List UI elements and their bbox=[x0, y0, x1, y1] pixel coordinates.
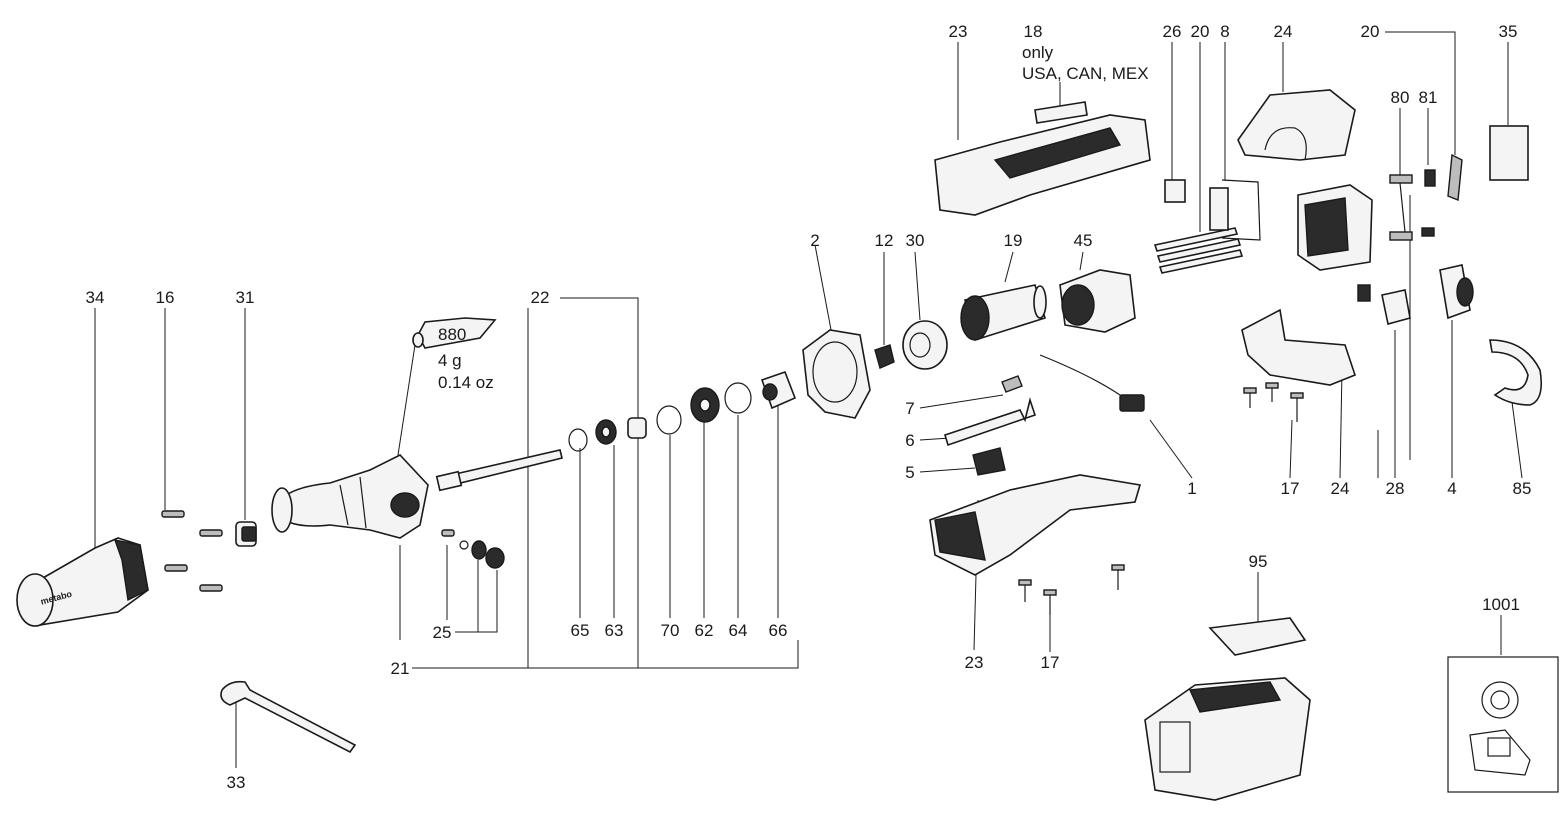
label-17-upper: 17 bbox=[1281, 479, 1300, 498]
fan-baffle-part-2 bbox=[802, 329, 871, 419]
grease-tube bbox=[412, 317, 497, 349]
collet-nut-part-31 bbox=[235, 521, 257, 547]
leader-lines bbox=[94, 31, 1523, 768]
label-63: 63 bbox=[605, 621, 624, 640]
spindle-part-22 bbox=[435, 449, 563, 492]
label-part-18 bbox=[1034, 101, 1088, 124]
label-25: 25 bbox=[433, 623, 452, 642]
label-28: 28 bbox=[1386, 479, 1405, 498]
note-18-regions: USA, CAN, MEX bbox=[1022, 64, 1149, 83]
label-6: 6 bbox=[905, 431, 914, 450]
label-70: 70 bbox=[661, 621, 680, 640]
label-7: 7 bbox=[905, 399, 914, 418]
electronics-module-part-20 bbox=[1297, 184, 1373, 271]
bracket-part-8 bbox=[1209, 179, 1261, 241]
label-33: 33 bbox=[227, 773, 246, 792]
label-part-35 bbox=[1489, 125, 1529, 181]
nose-cap-part-34: metabo bbox=[16, 537, 149, 627]
label-19: 19 bbox=[1004, 231, 1023, 250]
small-parts-25 bbox=[441, 529, 505, 569]
label-26: 26 bbox=[1163, 22, 1182, 41]
grease-code: 880 bbox=[438, 325, 466, 344]
label-24-top: 24 bbox=[1274, 22, 1293, 41]
wiring-schematic-1001 bbox=[1447, 656, 1559, 793]
label-23-lower: 23 bbox=[965, 653, 984, 672]
grease-weight-g: 4 g bbox=[438, 351, 462, 370]
switch-parts-5-6-7 bbox=[944, 375, 1037, 476]
label-4: 4 bbox=[1447, 479, 1456, 498]
label-35: 35 bbox=[1499, 22, 1518, 41]
label-45: 45 bbox=[1074, 231, 1093, 250]
battery-pack bbox=[1144, 677, 1311, 801]
wrench-part-33 bbox=[220, 680, 357, 754]
cover-top-part-24 bbox=[1237, 89, 1356, 161]
bearing-set bbox=[568, 370, 797, 452]
label-17-lower: 17 bbox=[1041, 653, 1060, 672]
label-31: 31 bbox=[236, 288, 255, 307]
note-18-only: only bbox=[1022, 43, 1054, 62]
label-22: 22 bbox=[531, 288, 550, 307]
housing-lower-part-23 bbox=[929, 474, 1142, 576]
label-65: 65 bbox=[571, 621, 590, 640]
label-5: 5 bbox=[905, 463, 914, 482]
screws-part-17-lower bbox=[1018, 564, 1125, 615]
label-30: 30 bbox=[906, 231, 925, 250]
label-23-top: 23 bbox=[949, 22, 968, 41]
label-80: 80 bbox=[1391, 88, 1410, 107]
label-21: 21 bbox=[391, 659, 410, 678]
label-20-rods: 20 bbox=[1191, 22, 1210, 41]
label-66: 66 bbox=[769, 621, 788, 640]
label-1001: 1001 bbox=[1482, 595, 1520, 614]
screws-part-17-upper bbox=[1243, 382, 1304, 422]
bearing-support-part-30 bbox=[902, 320, 948, 370]
label-62: 62 bbox=[695, 621, 714, 640]
label-64: 64 bbox=[729, 621, 748, 640]
label-18: 18 bbox=[1024, 22, 1043, 41]
cable-part-1 bbox=[1039, 354, 1145, 412]
field-part-45 bbox=[1059, 269, 1136, 333]
label-12: 12 bbox=[875, 231, 894, 250]
housing-top-part-23 bbox=[934, 114, 1151, 216]
label-20-module: 20 bbox=[1361, 22, 1380, 41]
contact-parts-80-81 bbox=[1389, 153, 1463, 241]
rods-part-20 bbox=[1153, 227, 1244, 274]
label-part-26 bbox=[1164, 179, 1186, 203]
label-24-lower: 24 bbox=[1331, 479, 1350, 498]
cover-lower-part-24 bbox=[1241, 308, 1356, 386]
clip-part-12 bbox=[874, 344, 895, 369]
label-2: 2 bbox=[810, 231, 819, 250]
switch-parts-28-4 bbox=[1357, 264, 1474, 325]
label-8: 8 bbox=[1220, 22, 1229, 41]
screws-part-16 bbox=[161, 510, 223, 592]
strap-part-85 bbox=[1489, 339, 1543, 406]
armature-part-19 bbox=[960, 284, 1047, 342]
cover-plate-part-95 bbox=[1208, 617, 1307, 656]
part-labels: 34 16 31 22 2 12 30 19 45 23 18 only USA… bbox=[86, 22, 1532, 792]
label-95: 95 bbox=[1249, 552, 1268, 571]
gear-head-housing bbox=[271, 454, 429, 539]
grease-weight-oz: 0.14 oz bbox=[438, 373, 494, 392]
label-34: 34 bbox=[86, 288, 105, 307]
label-1: 1 bbox=[1187, 479, 1196, 498]
label-85: 85 bbox=[1513, 479, 1532, 498]
label-81: 81 bbox=[1419, 88, 1438, 107]
label-16: 16 bbox=[156, 288, 175, 307]
